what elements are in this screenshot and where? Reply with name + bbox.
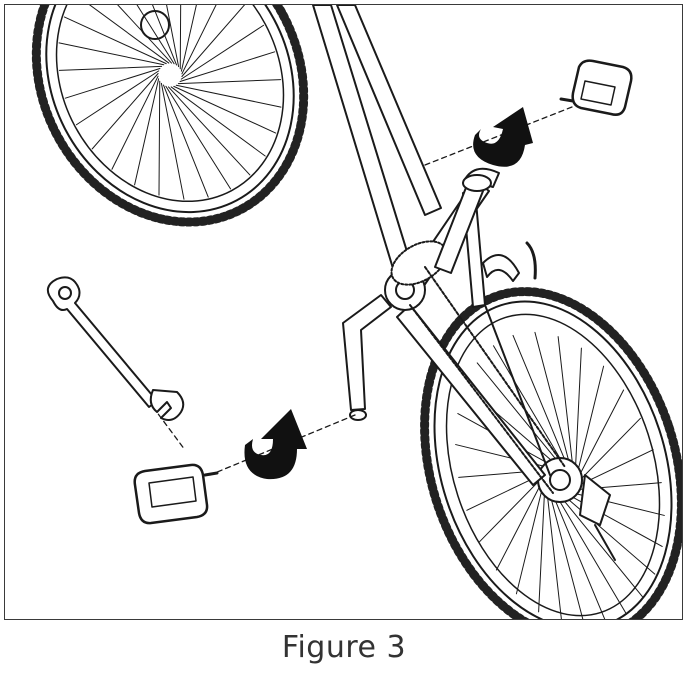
- spoke: [58, 65, 163, 71]
- spoke: [177, 79, 282, 85]
- spoke: [91, 72, 159, 150]
- spoke: [158, 80, 161, 196]
- spoke: [117, 5, 173, 64]
- spoke: [111, 75, 159, 170]
- right-pedal-thread-arrow: [473, 107, 533, 167]
- spoke: [546, 492, 562, 619]
- spoke: [166, 5, 180, 68]
- spoke: [538, 488, 546, 613]
- left-pedal-thread-arrow: [244, 409, 307, 480]
- spoke: [577, 389, 625, 479]
- front-wheel: [31, 5, 309, 227]
- spoke: [179, 51, 276, 83]
- figure-frame: [4, 4, 683, 620]
- chain: [409, 266, 566, 494]
- spoke: [515, 485, 544, 595]
- spoke: [167, 86, 251, 176]
- spoke: [549, 494, 584, 619]
- left-crank-arm: [342, 294, 392, 421]
- spoke: [561, 497, 644, 598]
- wrench: [46, 276, 185, 421]
- right-pedal: [559, 59, 633, 116]
- spoke: [557, 336, 574, 468]
- spoke: [492, 345, 563, 463]
- spoke: [58, 42, 165, 66]
- figure-caption: Figure 3: [281, 630, 407, 665]
- spoke: [181, 5, 217, 75]
- spoke: [576, 365, 605, 475]
- right-crank-arm: [434, 174, 492, 274]
- spoke: [162, 84, 209, 198]
- alignment-guide-lines: [152, 104, 578, 476]
- spoke: [534, 331, 571, 466]
- spoke: [179, 5, 182, 70]
- spoke: [181, 5, 246, 78]
- spoke: [88, 5, 170, 64]
- spoke: [512, 334, 567, 464]
- spoke: [165, 85, 232, 190]
- bicycle-pedal-installation-illustration: [31, 5, 682, 619]
- spoke: [495, 481, 543, 571]
- bicycle-frame: [312, 5, 551, 486]
- spoke: [63, 16, 167, 65]
- spoke: [476, 362, 559, 463]
- spoke: [64, 67, 161, 99]
- spoke: [160, 82, 185, 200]
- spoke: [152, 5, 178, 66]
- spoke: [577, 417, 641, 483]
- spoke: [180, 5, 197, 72]
- spoke: [173, 85, 277, 134]
- spoke: [134, 78, 160, 186]
- spoke: [557, 497, 628, 615]
- spoke: [479, 477, 543, 543]
- left-pedal: [133, 463, 219, 525]
- spoke: [180, 24, 265, 80]
- spoke: [136, 5, 175, 65]
- spoke: [170, 86, 266, 157]
- spoke: [175, 84, 282, 108]
- spoke: [75, 70, 160, 126]
- spoke: [574, 347, 582, 472]
- rear-wheel: [420, 287, 682, 619]
- spoke: [553, 496, 606, 619]
